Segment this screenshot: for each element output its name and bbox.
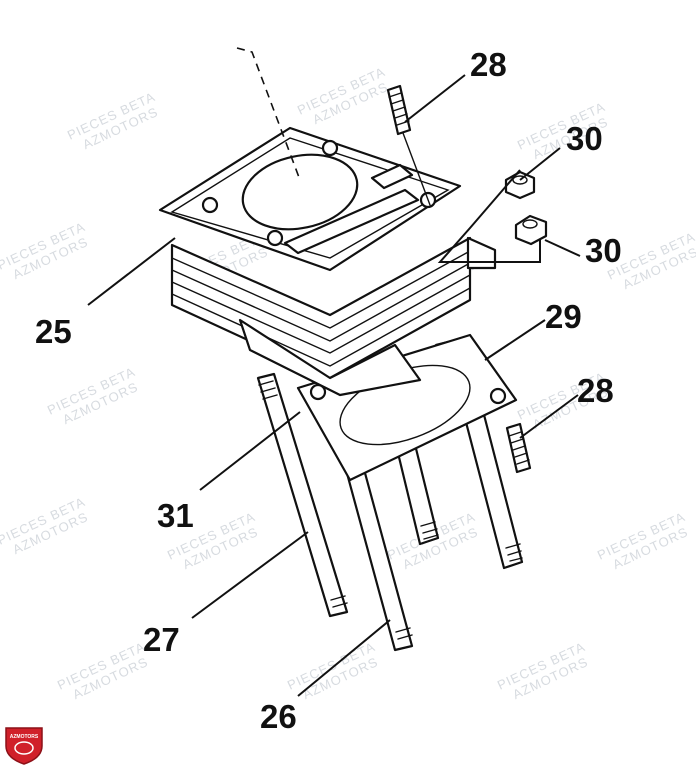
svg-text:AZMOTORS: AZMOTORS [10,734,39,740]
callout-28-right: 28 [577,372,614,409]
callout-26: 26 [260,698,297,735]
nut-30-lower [514,214,548,246]
azmotors-logo: AZMOTORS [5,727,43,765]
callout-25: 25 [35,313,72,350]
callout-31: 31 [157,497,194,534]
callout-labels: 28 30 30 25 29 28 31 27 26 [35,46,622,735]
callout-29: 29 [545,298,582,335]
callout-30-lower: 30 [585,232,622,269]
nut-30-upper [504,170,536,200]
cylinder-bore [241,153,359,231]
stud-27 [256,372,349,618]
stud-28-right [505,422,532,474]
callout-27: 27 [143,621,180,658]
leader-lines [87,74,581,697]
cylinder-25 [158,47,497,397]
callout-28-top: 28 [470,46,507,83]
callout-30-upper: 30 [566,120,603,157]
stud-28-top [386,84,431,206]
